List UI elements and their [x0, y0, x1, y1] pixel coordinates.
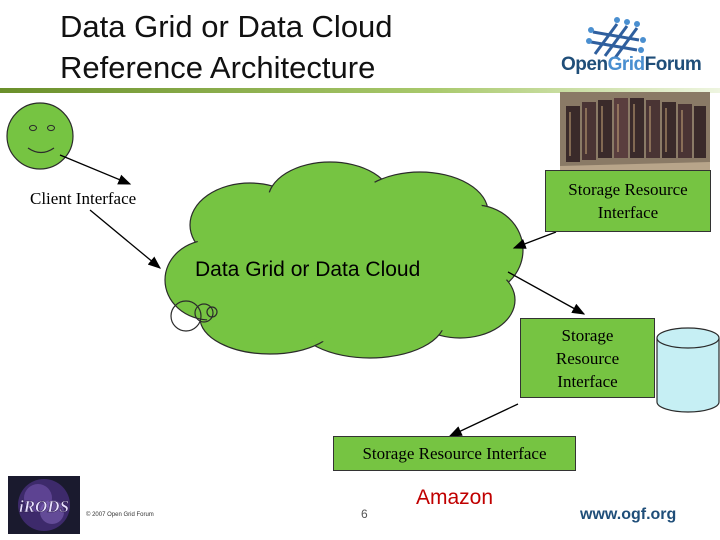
logo-open: Open	[561, 54, 608, 75]
storage-mid-line1: Storage	[561, 325, 614, 345]
page-title: Data Grid or Data Cloud Reference Archit…	[60, 6, 530, 88]
copyright-text: © 2007 Open Grid Forum	[86, 512, 154, 518]
storage-cylinder-icon	[656, 327, 720, 413]
title-line-1: Data Grid or Data Cloud	[60, 9, 393, 44]
title-line-2: Reference Architecture	[60, 50, 376, 85]
arrow-storage-top-to-cloud	[512, 231, 557, 249]
storage-mid-line3: Interface	[557, 371, 618, 391]
arrow-client-to-interface	[59, 154, 132, 185]
ogf-url: www.ogf.org	[580, 506, 677, 523]
storage-interface-bottom-box: Storage Resource Interface	[333, 436, 576, 471]
ogf-grid-mark-icon	[586, 17, 646, 59]
arrow-cloud-to-storage-mid	[507, 271, 586, 315]
ogf-logo: OpenGridForum	[555, 10, 715, 82]
title-divider	[0, 88, 720, 93]
logo-forum: Forum	[644, 54, 702, 75]
storage-top-line1: Storage Resource	[568, 180, 688, 199]
client-user-face-icon	[6, 102, 74, 170]
logo-grid: Grid	[607, 54, 646, 75]
arrow-interface-to-cloud	[89, 209, 162, 269]
page-number: 6	[361, 507, 368, 521]
storage-mid-line2: Resource	[555, 348, 620, 368]
server-rack-image	[560, 92, 710, 174]
irods-logo-text: iRODS	[19, 497, 69, 516]
storage-interface-mid-box: Storage Resource Interface	[520, 318, 655, 398]
storage-interface-top-box: Storage Resource Interface	[545, 170, 711, 232]
data-cloud-label: Data Grid or Data Cloud	[195, 258, 421, 281]
client-interface-label: Client Interface	[30, 189, 137, 208]
amazon-label: Amazon	[416, 486, 494, 509]
arrow-cloud-to-storage-bottom	[448, 403, 519, 437]
cloud-tail-bubbles	[170, 300, 218, 332]
ogf-logo-wordmark: OpenGridForum	[561, 54, 702, 76]
irods-logo: iRODS	[8, 476, 80, 534]
storage-top-line2: Interface	[597, 203, 659, 222]
